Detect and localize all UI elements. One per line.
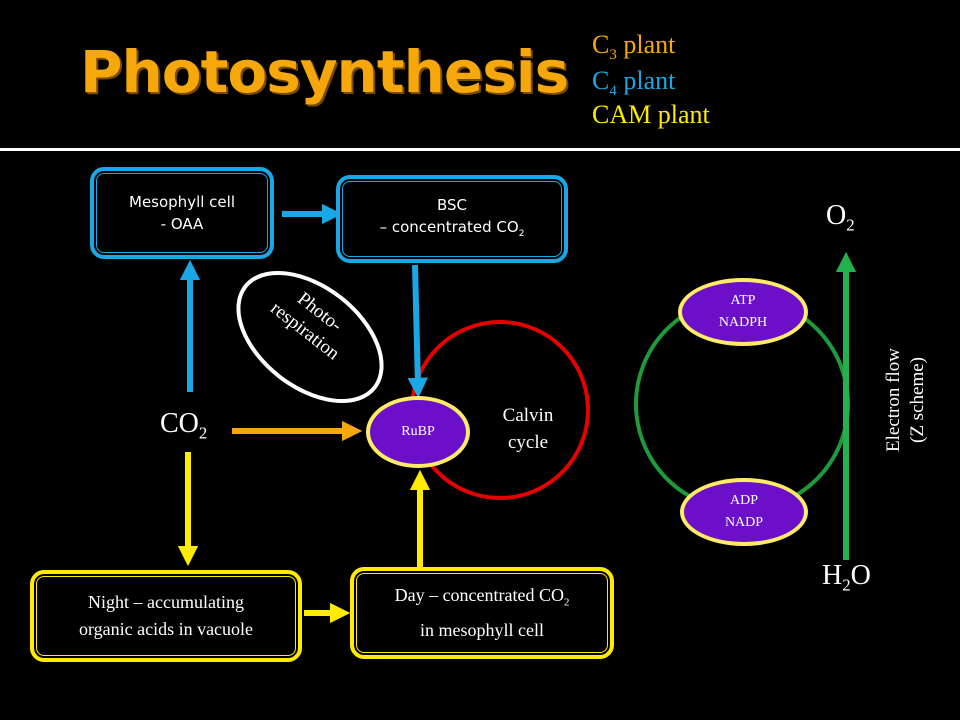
bsc-line1: BSC bbox=[436, 195, 468, 214]
day-line1-prefix: Day – concentrated CO bbox=[394, 585, 565, 606]
h2o-pre: H bbox=[822, 560, 843, 591]
calvin-line2: cycle bbox=[507, 432, 549, 453]
electron-flow-label: Electron flow (Z scheme) bbox=[882, 300, 930, 500]
bsc-line2: – concentrated CO2 bbox=[380, 216, 525, 245]
arrow-bsc-to-rubp bbox=[407, 264, 428, 399]
bsc-box: BSC – concentrated CO2 bbox=[336, 175, 568, 263]
o2-sub: 2 bbox=[846, 215, 855, 235]
electron-flow-line2: (Z scheme) bbox=[907, 357, 928, 443]
legend-c3-sub: 3 bbox=[609, 47, 617, 64]
calvin-line1: Calvin bbox=[502, 405, 554, 426]
legend-c4-sub: 4 bbox=[609, 83, 617, 100]
legend-c3-prefix: C bbox=[592, 30, 610, 59]
adp-line2: NADP bbox=[724, 515, 764, 530]
legend-c4-suffix: plant bbox=[623, 66, 676, 95]
title-divider bbox=[0, 148, 960, 151]
adp-line1: ADP bbox=[729, 493, 758, 508]
legend-c4-prefix: C bbox=[592, 66, 610, 95]
legend-cam: CAM plant bbox=[592, 100, 710, 129]
mesophyll-line2: - OAA bbox=[160, 215, 204, 233]
atp-line2: NADPH bbox=[718, 315, 768, 330]
night-box: Night – accumulating organic acids in va… bbox=[30, 570, 302, 662]
night-line2: organic acids in vacuole bbox=[78, 619, 254, 639]
electron-flow-line1: Electron flow bbox=[883, 348, 904, 452]
legend-c3: C3 plant bbox=[592, 30, 675, 64]
co2-label: CO2 bbox=[160, 408, 207, 444]
legend-c4: C4 plant bbox=[592, 66, 675, 100]
bsc-line2-prefix: – concentrated CO bbox=[379, 217, 519, 236]
h2o-label: H2O bbox=[822, 560, 871, 596]
mesophyll-line1: Mesophyll cell bbox=[129, 193, 235, 211]
mesophyll-cell-box: Mesophyll cell - OAA bbox=[90, 167, 274, 259]
page-title: Photosynthesis bbox=[80, 38, 569, 106]
h2o-sub: 2 bbox=[842, 575, 851, 595]
o2-text: O bbox=[826, 200, 847, 231]
photorespiration-ellipse bbox=[236, 270, 384, 404]
adp-nadp-node: ADP NADP bbox=[680, 478, 808, 546]
day-line1-sub: 2 bbox=[564, 596, 570, 609]
legend-c3-suffix: plant bbox=[623, 30, 676, 59]
bsc-line2-sub: 2 bbox=[518, 228, 525, 239]
night-line1: Night – accumulating bbox=[88, 592, 244, 612]
rubp-label: RuBP bbox=[401, 424, 435, 439]
atp-line1: ATP bbox=[730, 293, 756, 308]
co2-sub: 2 bbox=[198, 423, 208, 443]
day-line2: in mesophyll cell bbox=[420, 619, 544, 640]
h2o-post: O bbox=[850, 560, 871, 591]
o2-label: O2 bbox=[826, 200, 855, 236]
rubp-node: RuBP bbox=[366, 396, 470, 468]
co2-text: CO bbox=[160, 408, 199, 439]
calvin-cycle-label: Calvin cycle bbox=[488, 402, 568, 456]
day-line1: Day – concentrated CO2 bbox=[395, 582, 570, 617]
atp-nadph-node: ATP NADPH bbox=[678, 278, 808, 346]
day-box: Day – concentrated CO2 in mesophyll cell bbox=[350, 567, 614, 659]
